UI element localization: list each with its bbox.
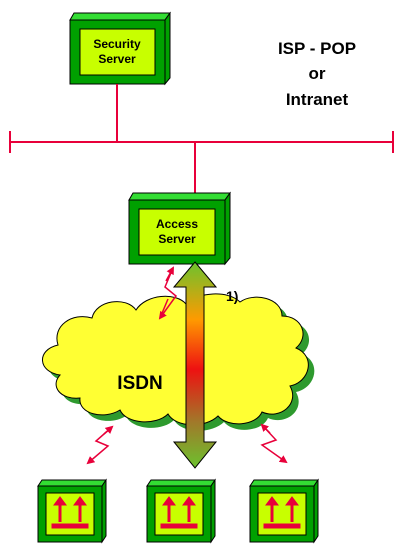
terminal-right[interactable] <box>249 478 319 544</box>
zigzag-link-icon-right <box>260 423 288 464</box>
site-title-line-2: or <box>309 64 326 83</box>
zigzag-link-icon-left <box>86 425 114 465</box>
security-server-label-1: Security <box>93 37 141 51</box>
up-down-arrows-icon <box>160 496 198 529</box>
site-title: ISP - POP or Intranet <box>278 39 356 109</box>
terminal-left[interactable] <box>37 478 107 544</box>
security-server-label-2: Server <box>98 52 136 66</box>
site-title-line-1: ISP - POP <box>278 39 356 58</box>
access-server-label-1: Access <box>156 217 198 231</box>
access-server-label-2: Server <box>158 232 196 246</box>
terminal-middle[interactable] <box>146 478 216 544</box>
up-down-arrows-icon <box>263 496 301 529</box>
lan-bus <box>9 84 394 193</box>
zigzag-link-icon-access <box>158 266 178 320</box>
isdn-cloud[interactable]: ISDN <box>42 293 315 431</box>
access-server[interactable]: Access Server <box>128 191 231 266</box>
isdn-cloud-label: ISDN <box>117 373 162 394</box>
site-title-line-3: Intranet <box>286 90 349 109</box>
annotation-label: 1) <box>226 288 238 304</box>
security-server[interactable]: Security Server <box>69 11 171 86</box>
connection-arrow <box>172 261 218 469</box>
isdn-cloud-body <box>42 293 309 426</box>
up-down-arrows-icon <box>51 496 89 529</box>
